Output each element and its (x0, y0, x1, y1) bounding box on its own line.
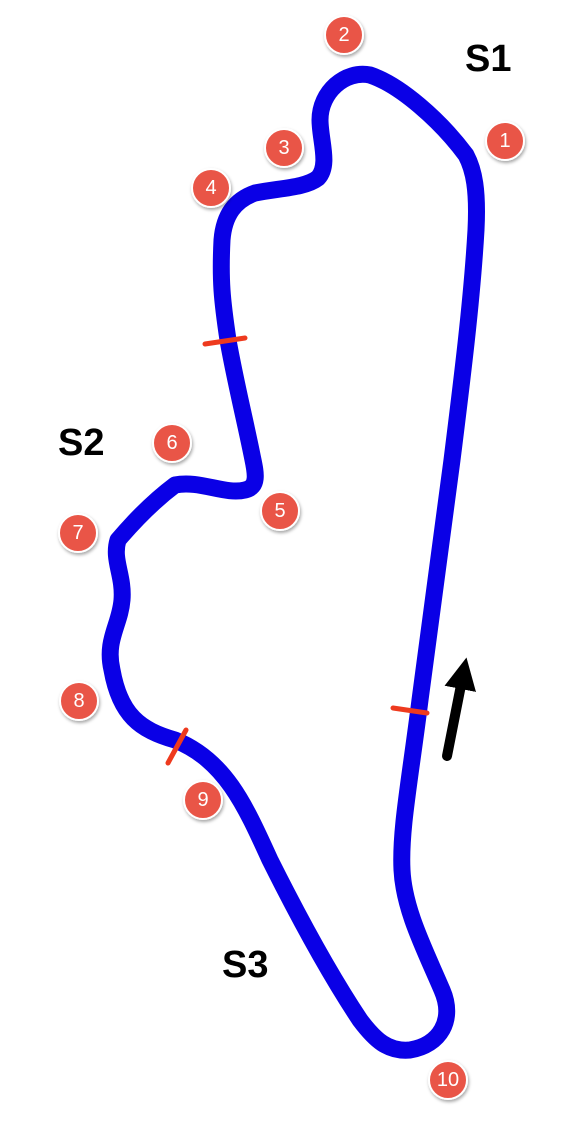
turn-badge-5: 5 (260, 491, 300, 531)
sector-label-s1: S1 (465, 38, 511, 80)
turn-number: 1 (499, 130, 510, 152)
turn-badge-6: 6 (152, 423, 192, 463)
turn-number: 4 (205, 177, 216, 199)
turn-number: 9 (197, 789, 208, 811)
turn-number: 6 (166, 432, 177, 454)
turn-badge-1: 1 (485, 121, 525, 161)
turn-badge-3: 3 (264, 128, 304, 168)
turn-number: 3 (278, 137, 289, 159)
turn-badge-2: 2 (324, 15, 364, 55)
turn-badge-9: 9 (183, 780, 223, 820)
turn-number: 2 (338, 24, 349, 46)
sector-label-s2: S2 (58, 422, 104, 464)
turn-number: 10 (437, 1069, 459, 1091)
turn-badge-8: 8 (59, 681, 99, 721)
direction-arrow-icon (442, 657, 476, 761)
sector-marker-s3-s1 (390, 705, 430, 716)
sector-label-s3: S3 (222, 944, 268, 986)
turn-badge-7: 7 (58, 513, 98, 553)
turn-number: 5 (274, 500, 285, 522)
turn-number: 8 (73, 690, 84, 712)
sector-marker-s1-s2 (202, 335, 248, 347)
turn-badge-10: 10 (428, 1060, 468, 1100)
turn-number: 7 (72, 522, 83, 544)
sector-marker-s2-s3 (165, 727, 189, 766)
track-outline (101, 65, 485, 1059)
turn-badge-4: 4 (191, 168, 231, 208)
